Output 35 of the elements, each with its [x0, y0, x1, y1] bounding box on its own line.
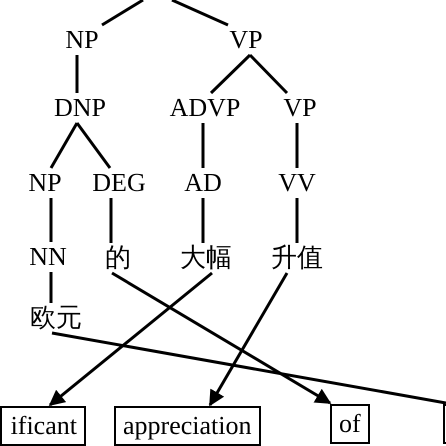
- tree-branch: [110, 198, 112, 243]
- tree-label: VV: [278, 169, 316, 197]
- tree-label: VP: [229, 26, 263, 54]
- tree-label: 的: [105, 244, 131, 272]
- tree-branch: [50, 198, 52, 242]
- tree-label: ADVP: [170, 94, 240, 122]
- tree-label: NP: [65, 26, 99, 54]
- tree-branch: [50, 122, 78, 169]
- alignment-arrow: [48, 272, 213, 406]
- tree-label: NP: [28, 169, 62, 197]
- word-box: of: [330, 404, 370, 444]
- tree-branch: [76, 122, 112, 169]
- tree-label: 升值: [271, 244, 323, 272]
- tree-label: DNP: [54, 94, 106, 122]
- tree-label: 欧元: [30, 304, 82, 332]
- tree-branch: [50, 272, 52, 303]
- tree-branch: [296, 198, 298, 243]
- tree-branch: [76, 55, 78, 93]
- tree-label: DEG: [92, 169, 146, 197]
- alignment-arrow: [111, 272, 332, 404]
- word-box: appreciation: [114, 406, 260, 446]
- tree-label: VP: [283, 94, 317, 122]
- tree-label: AD: [184, 169, 222, 197]
- tree-branch: [171, 0, 229, 26]
- tree-branch: [296, 123, 298, 168]
- tree-branch: [101, 0, 144, 26]
- tree-label: 大幅: [180, 244, 232, 272]
- tree-branch: [52, 332, 446, 404]
- tree-branch: [202, 123, 204, 168]
- tree-branch: [202, 198, 204, 243]
- tree-label: NN: [29, 243, 67, 271]
- tree-branch: [248, 54, 288, 94]
- tree-branch: [210, 54, 252, 94]
- word-box: ificant: [0, 406, 86, 446]
- alignment-arrow: [208, 272, 288, 406]
